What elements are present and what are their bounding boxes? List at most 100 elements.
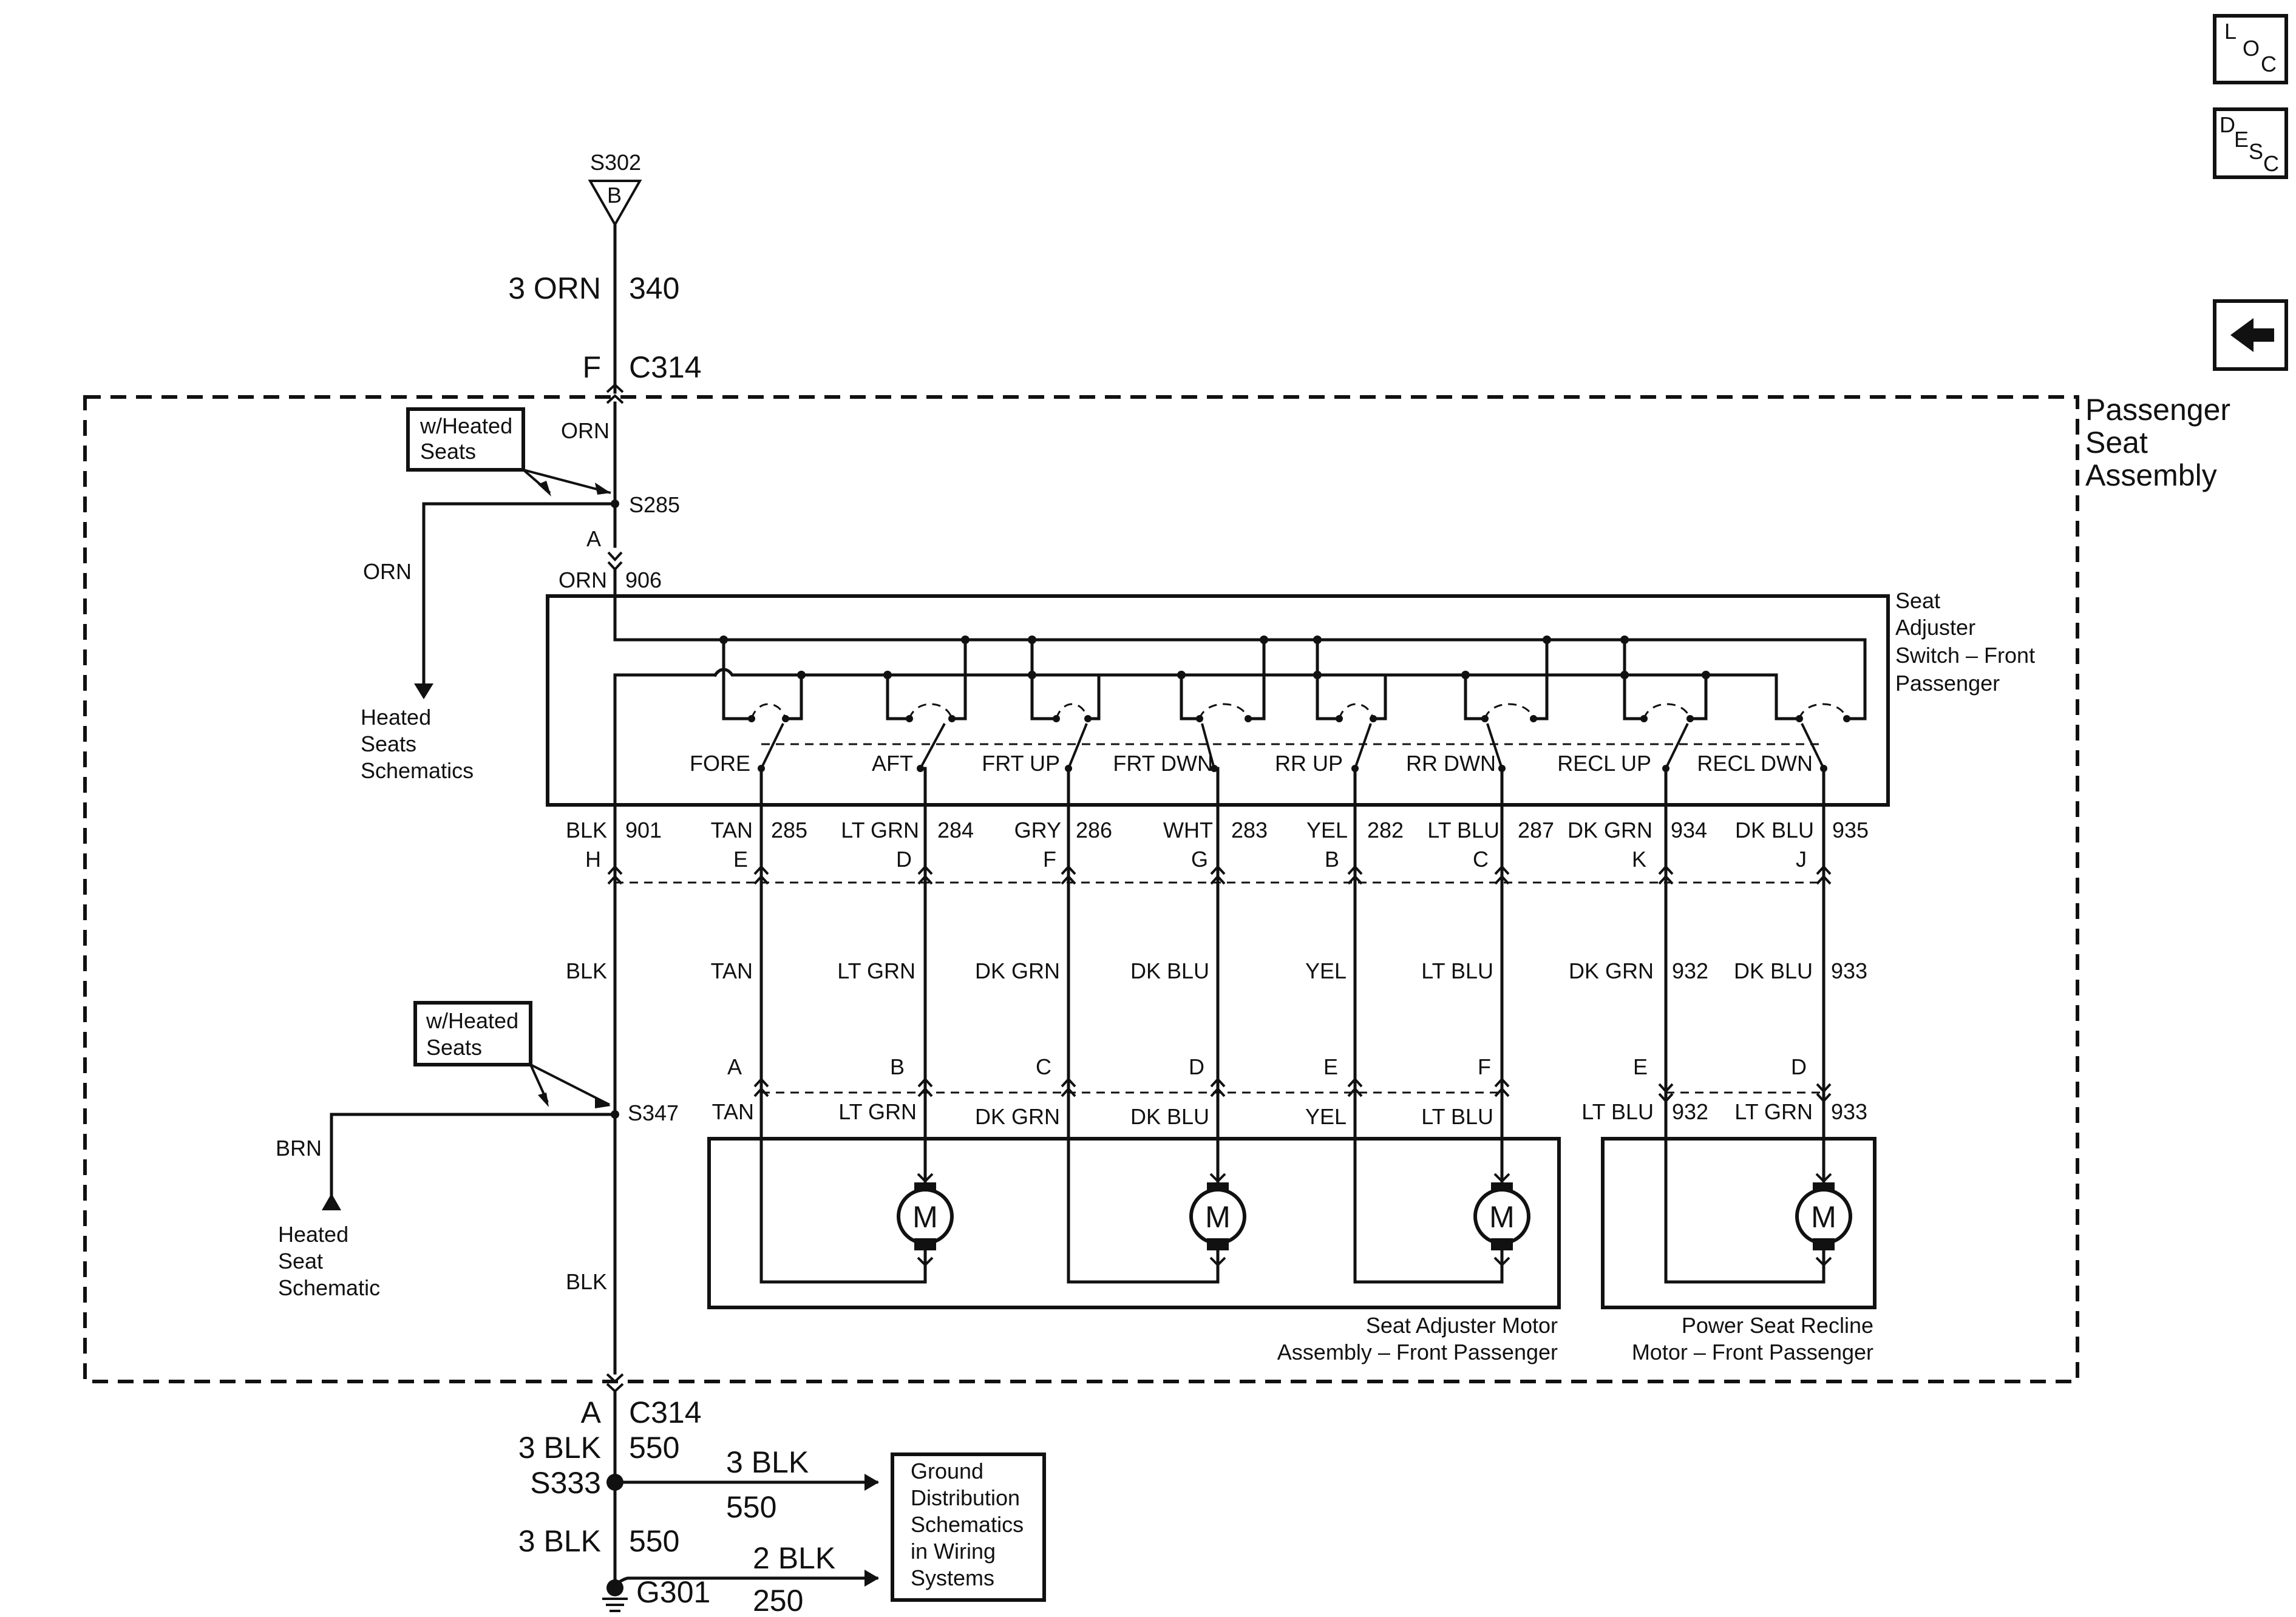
splice-s302-triangle: B xyxy=(588,180,642,228)
ground-g301-symbol xyxy=(602,1579,628,1612)
svg-text:DK BLU: DK BLU xyxy=(1734,958,1813,983)
svg-text:DK BLU: DK BLU xyxy=(1130,958,1209,983)
motor-letter-2: M xyxy=(1205,1200,1231,1234)
svg-text:C: C xyxy=(1473,847,1489,872)
svg-text:B: B xyxy=(1325,847,1339,872)
svg-text:w/Heated: w/Heated xyxy=(419,413,512,438)
ground-distribution-reference-box[interactable]: Ground Distribution Schematics in Wiring… xyxy=(891,1453,1046,1602)
desc-letter-e: E xyxy=(2234,127,2249,152)
svg-text:H: H xyxy=(585,847,601,872)
heated-dest-upper-line2: Seats xyxy=(361,731,416,756)
heated-seats-arrow-upper xyxy=(414,683,433,699)
svg-text:932: 932 xyxy=(1672,958,1708,983)
switch-name-line3: Switch – Front xyxy=(1895,643,2035,668)
svg-text:G: G xyxy=(1191,847,1208,872)
rear-tilt-motor: M xyxy=(1473,1173,1530,1270)
desc-letter-d: D xyxy=(2220,112,2235,137)
option-pointer-upper xyxy=(523,469,611,494)
svg-text:A: A xyxy=(727,1054,742,1079)
feed-906-circuit: 906 xyxy=(625,568,662,592)
feed-906-color: ORN xyxy=(559,568,607,592)
svg-text:TAN: TAN xyxy=(711,958,753,983)
wire-brn-heated-branch xyxy=(330,1113,617,1204)
svg-text:C: C xyxy=(1036,1054,1051,1079)
heated-seat-arrow-lower xyxy=(322,1193,341,1210)
wire-550-lower-circuit: 550 xyxy=(629,1524,679,1558)
switch-pos-aft: AFT xyxy=(872,751,913,776)
svg-text:TAN: TAN xyxy=(712,1099,754,1124)
assembly-title-line3: Assembly xyxy=(2085,458,2217,492)
svg-text:D: D xyxy=(896,847,912,872)
passenger-seat-assembly-boundary xyxy=(83,395,2079,1383)
switch-ground-bus xyxy=(613,673,717,807)
switch-blades xyxy=(748,703,1850,722)
motor-letter-4: M xyxy=(1811,1200,1836,1234)
loc-button[interactable]: L O C xyxy=(2213,14,2288,84)
svg-text:Ground: Ground xyxy=(911,1459,983,1483)
svg-text:935: 935 xyxy=(1832,818,1869,842)
branch-550-color: 3 BLK xyxy=(726,1445,809,1479)
option-arrow-upper xyxy=(595,483,611,495)
switch-output-stubs xyxy=(759,767,1826,807)
loc-letter-o: O xyxy=(2243,36,2260,61)
wire-340-circuit: 340 xyxy=(629,271,679,305)
svg-text:LT GRN: LT GRN xyxy=(1734,1099,1813,1124)
svg-text:Schematics: Schematics xyxy=(911,1512,1024,1537)
front-tilt-motor: M xyxy=(1189,1173,1246,1270)
switch-pos-reclup: RECL UP xyxy=(1557,751,1651,776)
loc-letter-c: C xyxy=(2261,52,2277,76)
left-arrow-icon xyxy=(2230,318,2274,352)
svg-text:Seats: Seats xyxy=(420,439,476,464)
motor-connector-colors: TAN LT GRN DK GRN DK BLU YEL LT BLU LT B… xyxy=(712,1099,1867,1129)
seat-adjuster-motor-assembly-box xyxy=(707,1137,1561,1309)
heated-dest-lower-line1: Heated xyxy=(278,1222,348,1247)
switch-name-line2: Adjuster xyxy=(1895,615,1975,640)
svg-text:LT BLU: LT BLU xyxy=(1421,1104,1493,1129)
svg-text:B: B xyxy=(890,1054,905,1079)
svg-text:LT BLU: LT BLU xyxy=(1421,958,1493,983)
svg-text:LT BLU: LT BLU xyxy=(1581,1099,1654,1124)
svg-text:933: 933 xyxy=(1831,958,1867,983)
svg-text:YEL: YEL xyxy=(1305,1104,1347,1129)
splice-s302-label: S302 xyxy=(590,150,641,175)
svg-text:E: E xyxy=(733,847,748,872)
svg-text:LT GRN: LT GRN xyxy=(837,958,915,983)
back-button[interactable] xyxy=(2213,299,2288,371)
desc-button[interactable]: D E S C xyxy=(2213,107,2288,179)
branch-250-color: 2 BLK xyxy=(753,1541,835,1575)
svg-text:283: 283 xyxy=(1231,818,1268,842)
switch-pos-frtup: FRT UP xyxy=(982,751,1060,776)
svg-text:Seats: Seats xyxy=(426,1035,482,1060)
c314-top-connector-symbol xyxy=(606,383,624,404)
svg-text:285: 285 xyxy=(771,818,807,842)
branch-250-circuit: 250 xyxy=(753,1584,803,1617)
switch-connector-symbols xyxy=(607,865,1832,885)
switch-reclup-contacts xyxy=(1623,638,1708,720)
switch-rrup-contacts xyxy=(1316,638,1387,720)
motor-letter-1: M xyxy=(912,1200,938,1234)
svg-text:Distribution: Distribution xyxy=(911,1485,1020,1510)
svg-text:LT BLU: LT BLU xyxy=(1427,818,1500,842)
switch-rrdwn-contacts xyxy=(1464,638,1549,720)
ground-branch-arrow-2 xyxy=(864,1570,879,1587)
motor-assembly-line1: Seat Adjuster Motor xyxy=(1366,1313,1558,1338)
svg-text:933: 933 xyxy=(1831,1099,1867,1124)
harness-mid-labels: BLK TAN LT GRN DK GRN DK BLU YEL LT BLU … xyxy=(566,958,1867,983)
svg-text:LT GRN: LT GRN xyxy=(838,1099,917,1124)
c314-pin-a: A xyxy=(581,1395,602,1429)
svg-text:in Wiring: in Wiring xyxy=(911,1539,996,1564)
heated-dest-upper-line3: Schematics xyxy=(361,758,474,783)
svg-text:E: E xyxy=(1633,1054,1648,1079)
ground-g301-label: G301 xyxy=(636,1575,710,1609)
heated-dest-lower-line3: Schematic xyxy=(278,1275,380,1300)
motor-connector-pins: A B C D E F E D xyxy=(727,1054,1807,1079)
loc-letter-l: L xyxy=(2224,19,2237,44)
svg-text:DK BLU: DK BLU xyxy=(1130,1104,1209,1129)
wire-550-upper-circuit: 550 xyxy=(629,1431,679,1465)
heated-dest-lower-line2: Seat xyxy=(278,1249,323,1273)
switch-movers xyxy=(758,723,1827,772)
switch-battery-bus xyxy=(613,568,1867,720)
switch-pos-rrdwn: RR DWN xyxy=(1406,751,1496,776)
switch-output-labels: BLK 901 H TAN 285 E LT GRN 284 D GRY 286… xyxy=(566,818,1869,872)
